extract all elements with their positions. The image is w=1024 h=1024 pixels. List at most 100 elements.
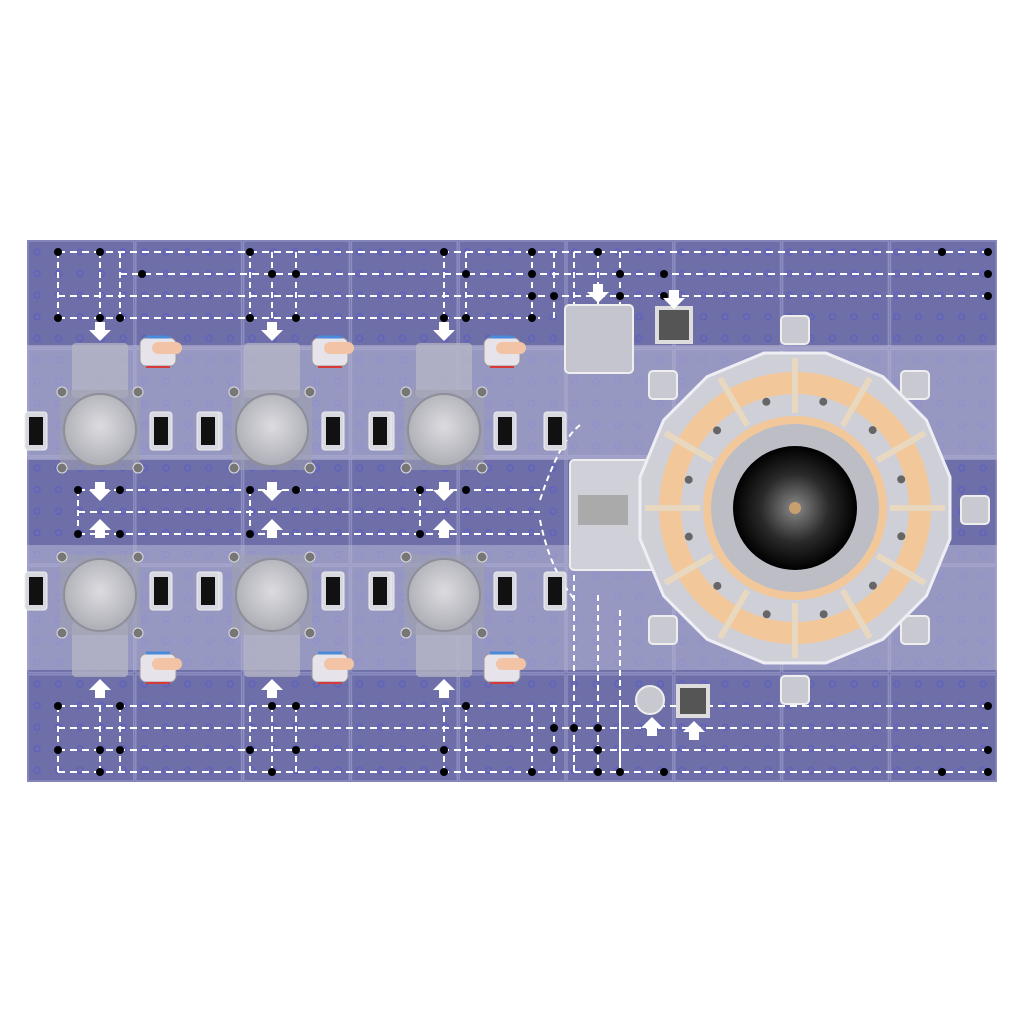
floor-dot <box>33 291 41 299</box>
inserter-slot <box>326 417 340 445</box>
inserter-icon[interactable] <box>368 571 392 611</box>
bolt-icon <box>56 627 68 639</box>
floor-dot <box>33 766 41 775</box>
belt-node <box>440 768 448 776</box>
floor-dot <box>119 334 127 343</box>
bolt-icon <box>132 551 144 563</box>
chest-lid <box>152 342 182 354</box>
belt-node <box>440 248 448 256</box>
inserter-slot <box>29 577 43 605</box>
inserter-icon[interactable] <box>24 571 48 611</box>
floor-dot <box>291 680 299 688</box>
floor-dot <box>355 680 364 688</box>
floor-dot <box>850 766 858 775</box>
inserter-icon[interactable] <box>368 411 392 451</box>
inserter-icon[interactable] <box>196 571 220 611</box>
inserter-icon[interactable] <box>196 411 220 451</box>
floor-dot <box>463 334 471 343</box>
inserter-icon[interactable] <box>24 411 48 451</box>
assembler-icon[interactable] <box>400 386 488 474</box>
floor-dot <box>764 766 772 775</box>
belt-node <box>74 530 82 538</box>
floor-dot <box>33 248 41 256</box>
inserter-icon[interactable] <box>493 571 517 611</box>
bolt-icon <box>228 462 240 474</box>
hopper <box>72 343 128 398</box>
floor-dot <box>914 745 923 753</box>
arrow-down-icon <box>261 482 283 501</box>
floor-dot <box>54 680 63 688</box>
floor-dot <box>398 680 407 688</box>
floor-dot <box>957 766 966 775</box>
floor-dot <box>828 766 837 775</box>
chest-icon[interactable] <box>311 335 354 368</box>
floor-dot <box>936 334 944 343</box>
assembler-icon[interactable] <box>56 386 144 474</box>
inserter-icon[interactable] <box>543 411 567 451</box>
belt-node <box>246 530 254 538</box>
floor-dot <box>334 529 342 537</box>
floor-dot <box>33 485 41 494</box>
floor-dot <box>527 529 536 537</box>
reactor-mount <box>960 495 990 525</box>
floor-dot <box>871 680 880 688</box>
reactor-strut <box>875 430 927 464</box>
inserter-icon[interactable] <box>321 411 345 451</box>
reactor-strut <box>875 552 927 586</box>
belt-node <box>292 702 300 710</box>
floor-dot <box>226 766 235 775</box>
belt-node <box>246 248 254 256</box>
belt-node <box>268 768 276 776</box>
floor-dot <box>914 334 923 343</box>
chest-icon[interactable] <box>311 651 354 684</box>
arrow-down-icon <box>89 322 111 341</box>
arrow-down-icon <box>663 290 685 309</box>
reactor[interactable] <box>638 315 990 705</box>
assembler-icon[interactable] <box>228 386 316 474</box>
bolt-icon <box>897 532 906 541</box>
inserter-icon[interactable] <box>493 411 517 451</box>
belt-node <box>54 702 62 710</box>
chest-icon[interactable] <box>139 335 182 368</box>
floor-dot <box>76 269 84 278</box>
reactor-mount <box>900 370 930 400</box>
floor-dot <box>33 680 41 688</box>
bolt-icon <box>400 627 412 639</box>
floor-dot <box>312 766 321 775</box>
chest-icon[interactable] <box>483 335 526 368</box>
chest-lid <box>496 342 526 354</box>
floor-dot <box>936 680 944 688</box>
bolt-icon <box>132 386 144 398</box>
bolt-icon <box>684 475 693 484</box>
reactor-strut <box>839 376 873 428</box>
assembler-icon[interactable] <box>56 551 144 639</box>
chest-icon[interactable] <box>483 651 526 684</box>
floor-dot <box>226 529 235 537</box>
assembler-icon[interactable] <box>400 551 488 639</box>
floor-dot <box>377 680 385 688</box>
floor-dot <box>33 464 41 472</box>
belt-node <box>116 702 124 710</box>
floor-dot <box>463 529 471 537</box>
floor-dot <box>248 334 256 343</box>
inserter-icon[interactable] <box>543 571 567 611</box>
arrow-down-icon <box>89 482 111 501</box>
inserter-icon[interactable] <box>149 571 173 611</box>
belt-node <box>660 270 668 278</box>
belt-node <box>54 248 62 256</box>
inserter-icon[interactable] <box>149 411 173 451</box>
belt-node <box>594 724 602 732</box>
floor-dot <box>764 313 772 321</box>
bolt-icon <box>713 581 722 590</box>
floor-dot <box>699 766 708 775</box>
floor-dot <box>549 680 557 688</box>
assembler-icon[interactable] <box>228 551 316 639</box>
floor-dot <box>205 313 213 321</box>
belt-node <box>116 314 124 322</box>
floor-dot <box>957 334 966 343</box>
inserter-icon[interactable] <box>321 571 345 611</box>
chest-icon[interactable] <box>139 651 182 684</box>
floor-dot <box>377 529 385 537</box>
floor-dot <box>635 334 643 343</box>
